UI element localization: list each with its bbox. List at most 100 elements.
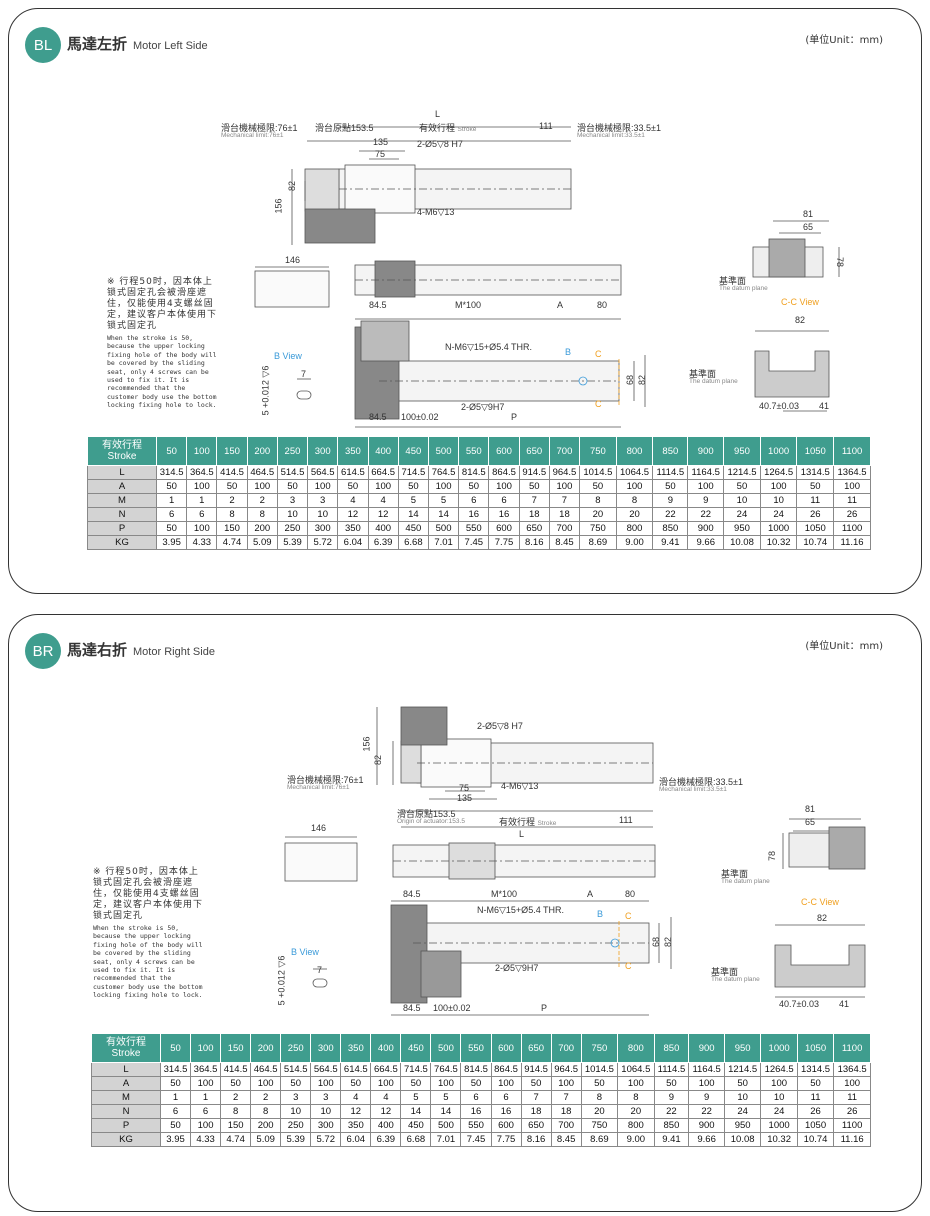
table-cell: 8.69: [579, 535, 617, 550]
table-cell: 24: [760, 1104, 798, 1119]
table-cell: 500: [427, 521, 460, 536]
datum-label-en: The datum plane: [719, 285, 768, 292]
table-cell: 50: [518, 479, 550, 494]
stroke-col: 250: [280, 1033, 312, 1063]
dim-100: 100±0.02: [433, 1003, 471, 1013]
stroke-col: 100: [190, 1033, 222, 1063]
table-cell: 18: [550, 1104, 582, 1119]
table-cell: 14: [427, 507, 460, 522]
table-cell: 700: [548, 521, 581, 536]
dim-p: P: [541, 1003, 548, 1013]
stroke-note: ※ 行程50时，因本体上锁式固定孔会被滑座遮住，仅能使用4支螺丝固定，建议客户本…: [107, 277, 219, 410]
dim-111: 111: [619, 815, 633, 825]
dim-84-5b: 84.5: [369, 412, 387, 422]
datum-label: 基準面: [721, 869, 749, 879]
table-cell: 16: [458, 507, 490, 522]
table-cell: 18: [520, 1104, 552, 1119]
dim-a: A: [557, 300, 564, 310]
stroke-col: 350: [337, 436, 369, 466]
table-cell: 50: [337, 479, 369, 494]
table-cell: 7: [550, 1090, 582, 1105]
c-marker-bottom: C: [595, 399, 602, 409]
dim-82b: 82: [817, 913, 828, 923]
dim-81: 81: [805, 804, 816, 814]
stroke-col: 700: [550, 1033, 582, 1063]
table-cell: 714.5: [400, 1062, 432, 1077]
origin-label-en: Origin of actuator:153.5: [397, 818, 465, 825]
table-cell: 764.5: [430, 1062, 462, 1077]
table-cell: 564.5: [307, 465, 339, 480]
table-cell: 514.5: [276, 465, 309, 480]
origin-label: 滑台原點153.5: [315, 123, 374, 133]
table-cell: 1014.5: [579, 465, 617, 480]
table-cell: 750: [579, 521, 617, 536]
table-cell: 1050: [796, 521, 835, 536]
table-cell: 6: [488, 493, 520, 508]
table-cell: 50: [155, 521, 188, 536]
pin2-label: 2-Ø5▽9H7: [495, 963, 539, 973]
title-en: Motor Right Side: [133, 646, 215, 658]
table-cell: 100: [250, 1076, 282, 1091]
table-cell: 250: [276, 521, 309, 536]
dim-40-7: 40.7±0.03: [779, 999, 819, 1009]
row-label: P: [91, 1118, 161, 1133]
table-cell: 10.08: [723, 1132, 762, 1147]
table-cell: 10: [759, 493, 798, 508]
table-cell: 50: [276, 479, 309, 494]
table-cell: 7: [520, 1090, 552, 1105]
table-cell: 1164.5: [687, 465, 725, 480]
table-cell: 50: [460, 1076, 492, 1091]
table-cell: 6.68: [400, 1132, 432, 1147]
table-cell: 10: [723, 493, 761, 508]
table-cell: 1164.5: [688, 1062, 725, 1077]
dim-p: P: [511, 412, 518, 422]
mech-limit-right-en: Mechanical limit:33.5±1: [659, 786, 727, 793]
table-cell: 900: [687, 521, 725, 536]
mech-limit-left: 滑台機械極限:76±1: [221, 123, 298, 133]
table-cell: 514.5: [280, 1062, 312, 1077]
table-cell: 8.16: [518, 535, 550, 550]
table-cell: 10: [276, 507, 309, 522]
table-cell: 250: [280, 1118, 312, 1133]
cc-view-label: C-C View: [781, 297, 819, 307]
table-cell: 1: [186, 493, 218, 508]
table-cell: 100: [550, 1076, 582, 1091]
stroke-note-en: When the stroke is 50, because the upper…: [107, 334, 217, 410]
stroke-col: 950: [723, 1033, 762, 1063]
table-cell: 1100: [833, 521, 871, 536]
stroke-col: 850: [653, 1033, 690, 1063]
stroke-col: 1000: [760, 1033, 798, 1063]
table-cell: 100: [427, 479, 460, 494]
table-cell: 12: [367, 507, 399, 522]
table-cell: 11: [796, 493, 835, 508]
table-cell: 11.16: [833, 535, 871, 550]
stroke-col: 50: [155, 436, 188, 466]
table-cell: 800: [615, 521, 654, 536]
dim-75: 75: [375, 149, 386, 159]
table-cell: 100: [307, 479, 339, 494]
table-cell: 14: [400, 1104, 432, 1119]
table-cell: 6: [159, 1104, 192, 1119]
table-cell: 2: [250, 1090, 282, 1105]
table-cell: 6.04: [337, 535, 369, 550]
table-cell: 100: [190, 1118, 222, 1133]
table-cell: 12: [370, 1104, 402, 1119]
table-cell: 100: [490, 1076, 522, 1091]
table-cell: 1364.5: [833, 465, 871, 480]
cc-view-label: C-C View: [801, 897, 839, 907]
table-cell: 350: [337, 521, 369, 536]
table-cell: 7.75: [488, 535, 520, 550]
table-cell: 10.32: [760, 1132, 798, 1147]
table-cell: 50: [580, 1076, 619, 1091]
table-cell: 700: [550, 1118, 582, 1133]
table-cell: 1064.5: [617, 1062, 655, 1077]
stroke-col: 1100: [833, 436, 871, 466]
datum-label-2-en: The datum plane: [711, 976, 760, 983]
